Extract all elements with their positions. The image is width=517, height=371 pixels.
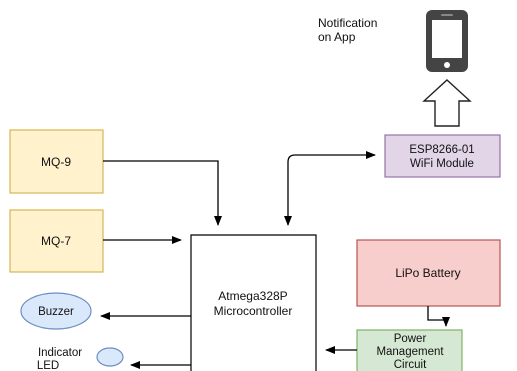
esp8266-wifi-module-block: ESP8266-01 WiFi Module (384, 134, 501, 178)
power-management-label-line1: Power (394, 333, 427, 345)
power-management-label-line3: Circuit (394, 359, 427, 371)
mcu-esp-bidirectional-connector (284, 151, 376, 226)
lipo-battery-label: LiPo Battery (395, 266, 460, 280)
notification-label-line1: Notification (318, 16, 377, 30)
microcontroller-block: Atmega328P Microcontroller (190, 234, 317, 371)
lipo-battery-box (356, 239, 501, 307)
power-management-label-line2: Management (376, 346, 444, 358)
battery-to-power-connector (427, 306, 450, 327)
indicator-led-block: Indicator LED (37, 347, 124, 371)
mq7-label: MQ-7 (41, 234, 71, 248)
upload-arrow-icon (422, 79, 472, 127)
esp8266-box (384, 134, 501, 178)
esp8266-label-line1: ESP8266-01 (409, 144, 474, 156)
mq7-box (9, 209, 104, 273)
microcontroller-label-line2: Microcontroller (214, 304, 293, 318)
buzzer-block: Buzzer (20, 292, 92, 330)
mq9-to-mcu-connector (103, 160, 222, 226)
lipo-battery-block: LiPo Battery (356, 239, 501, 307)
microcontroller-box (190, 234, 317, 371)
esp8266-label-line2: WiFi Module (410, 158, 474, 170)
buzzer-ellipse (20, 292, 92, 330)
microcontroller-label-line1: Atmega328P (218, 289, 287, 303)
indicator-led-label-line2: LED (37, 360, 59, 371)
smartphone-icon (426, 10, 468, 72)
power-management-circuit-block: Power Management Circuit (356, 329, 463, 371)
indicator-led-label-line1: Indicator (38, 347, 82, 359)
mq9-label: MQ-9 (41, 155, 71, 169)
mq7-sensor-block: MQ-7 (9, 209, 104, 273)
indicator-led-ellipse (96, 347, 124, 367)
notification-label-line2: on App (318, 30, 356, 44)
buzzer-label: Buzzer (38, 306, 74, 318)
mq9-sensor-block: MQ-9 (9, 129, 104, 194)
